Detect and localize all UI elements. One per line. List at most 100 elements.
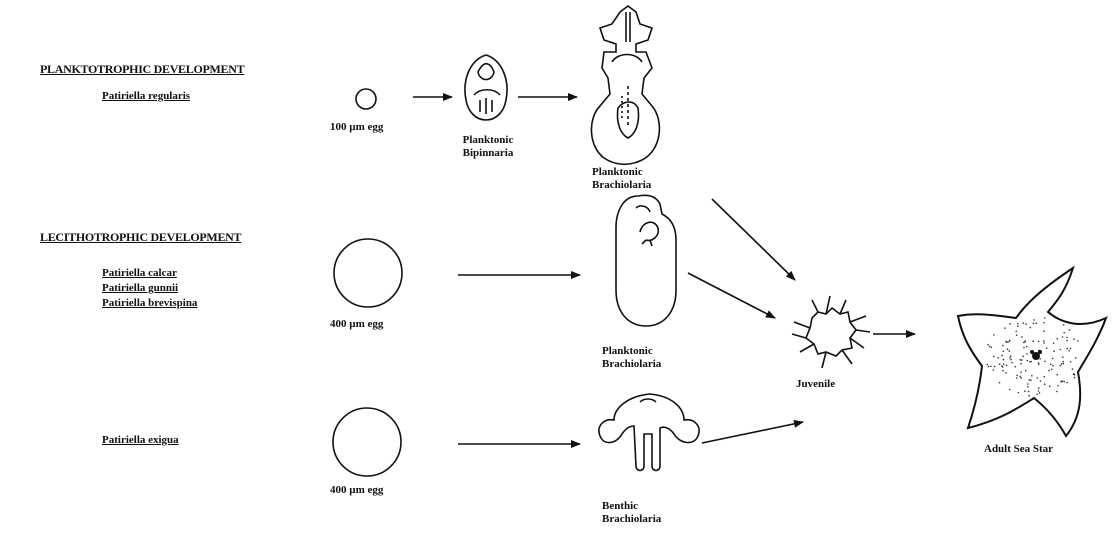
stipple-dot [1057, 338, 1059, 340]
stipple-dot [1010, 359, 1012, 361]
stipple-dot [1039, 358, 1041, 360]
stipple-dot [1029, 379, 1031, 381]
stipple-dot [999, 382, 1001, 384]
planktotrophic-brachiolaria-drawing [591, 6, 659, 164]
stipple-dot [1052, 358, 1054, 360]
stipple-dot [1003, 363, 1005, 365]
stage-label-adult: Adult Sea Star [984, 443, 1053, 456]
arrow-benthic-to-juvenile [702, 422, 803, 443]
stipple-dot [1038, 341, 1040, 343]
stipple-dot [1075, 357, 1077, 359]
stage-label-bipinnaria: Planktonic Bipinnaria [452, 134, 524, 160]
stipple-dot [1033, 319, 1035, 321]
stipple-dot [1007, 341, 1009, 343]
stipple-dot [1061, 363, 1063, 365]
stipple-dot [1021, 336, 1023, 338]
stipple-dot [1036, 377, 1038, 379]
stipple-dot [1044, 361, 1046, 363]
stipple-dot [1036, 394, 1038, 396]
stage-label-brachiolaria-mid-line2: Brachiolaria [602, 358, 661, 371]
stipple-dot [1068, 350, 1070, 352]
stipple-dot [1009, 340, 1011, 342]
stipple-dot [1030, 327, 1032, 329]
stipple-dot [1017, 325, 1019, 327]
stipple-dot [1015, 366, 1017, 368]
stage-label-brachiolaria-top-line1: Planktonic [592, 166, 651, 179]
arrow-brachiolaria-to-juvenile-top [712, 199, 795, 280]
stipple-dot [993, 334, 995, 336]
benthic-brachiolaria-drawing [599, 394, 699, 471]
stipple-dot [1016, 334, 1018, 336]
stipple-dot [1009, 357, 1011, 359]
stipple-dot [989, 346, 991, 348]
stipple-dot [999, 363, 1001, 365]
stipple-dot [1070, 361, 1072, 363]
stipple-dot [1009, 350, 1011, 352]
stipple-dot [990, 366, 992, 368]
arrow-brachiolaria-to-juvenile-mid [688, 273, 775, 318]
stipple-dot [1005, 372, 1007, 374]
stipple-dot [1053, 343, 1055, 345]
stipple-dot [1043, 322, 1045, 324]
stipple-dot [1023, 322, 1025, 324]
stipple-dot [1051, 369, 1053, 371]
stipple-dot [1016, 375, 1018, 377]
stipple-dot [1066, 337, 1068, 339]
stipple-dot [1073, 338, 1075, 340]
stipple-dot [993, 356, 995, 358]
stipple-dot [1040, 380, 1042, 382]
stipple-dot [1003, 359, 1005, 361]
stipple-dot [1028, 391, 1030, 393]
stipple-dot [1039, 392, 1041, 394]
stipple-dot [1003, 351, 1005, 353]
stipple-dot [1024, 390, 1026, 392]
stipple-dot [1062, 336, 1064, 338]
stipple-dot [1044, 383, 1046, 385]
stipple-dot [1011, 362, 1013, 364]
stipple-dot [1002, 366, 1004, 368]
stipple-dot [1069, 329, 1071, 331]
stipple-dot [1021, 359, 1023, 361]
stipple-dot [1038, 387, 1040, 389]
egg-label-small: 100 µm egg [330, 121, 383, 134]
stipple-dot [1043, 340, 1045, 342]
stipple-dot [1072, 368, 1074, 370]
species-regularis: Patiriella regularis [102, 89, 190, 103]
stipple-dot [1025, 370, 1027, 372]
stipple-dot [1030, 380, 1032, 382]
stipple-dot [1046, 347, 1048, 349]
stipple-dot [1050, 364, 1052, 366]
stipple-dot [988, 366, 990, 368]
stipple-dot [1020, 371, 1022, 373]
stipple-dot [1025, 340, 1027, 342]
stipple-dot [1073, 373, 1075, 375]
stipple-dot [1035, 322, 1037, 324]
juvenile-drawing [792, 296, 870, 368]
stipple-dot [1029, 361, 1031, 363]
stipple-dot [1067, 348, 1069, 350]
bipinnaria-larva-drawing [465, 55, 507, 120]
stage-label-brachiolaria-top: Planktonic Brachiolaria [592, 166, 651, 192]
stipple-dot [1027, 360, 1029, 362]
stipple-dot [1066, 382, 1068, 384]
stipple-dot [1063, 324, 1065, 326]
stipple-dot [1038, 390, 1040, 392]
stipple-dot [1027, 383, 1029, 385]
stipple-dot [1063, 381, 1065, 383]
stipple-dot [1020, 377, 1022, 379]
stipple-dot [1070, 348, 1072, 350]
stipple-dot [1007, 348, 1009, 350]
stipple-dot [1001, 355, 1003, 357]
stipple-dot [1020, 363, 1022, 365]
stipple-dot [1043, 330, 1045, 332]
stipple-dot [987, 364, 989, 366]
stipple-dot [1025, 323, 1027, 325]
stipple-dot [1060, 349, 1062, 351]
stipple-dot [1031, 375, 1033, 377]
egg-large-circle-2 [333, 408, 401, 476]
stipple-dot [994, 366, 996, 368]
stipple-dot [1044, 317, 1046, 319]
stipple-dot [991, 347, 993, 349]
stipple-dot [1026, 353, 1028, 355]
stipple-dot [1077, 340, 1079, 342]
